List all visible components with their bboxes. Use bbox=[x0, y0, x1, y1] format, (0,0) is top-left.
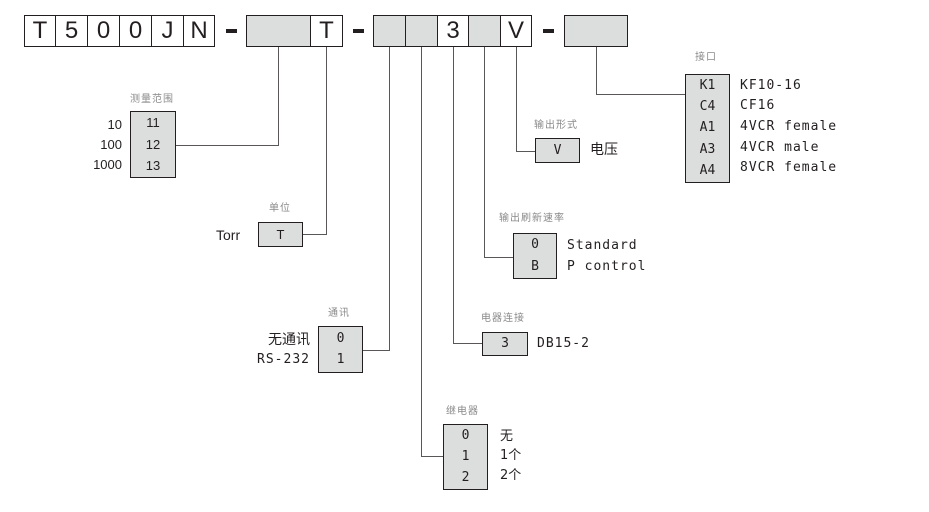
unit-title: 单位 bbox=[269, 203, 291, 214]
refresh-code: 0 bbox=[531, 237, 539, 253]
comm-label: 无通讯 bbox=[268, 332, 310, 348]
code-char-4: 0 bbox=[119, 15, 152, 47]
range-slot bbox=[246, 15, 311, 47]
interface-label: 4VCR female bbox=[740, 119, 838, 134]
interface-code: A3 bbox=[699, 141, 716, 157]
comm-label: RS-232 bbox=[257, 352, 310, 367]
range-code: 11 bbox=[146, 115, 160, 131]
connector-output-h bbox=[516, 151, 536, 152]
interface-slot bbox=[564, 15, 628, 47]
range-code: 13 bbox=[145, 157, 161, 173]
interface-label: 8VCR female bbox=[740, 160, 838, 175]
interface-code: A1 bbox=[699, 120, 716, 136]
separator-dash bbox=[226, 29, 237, 33]
connector-interface-h bbox=[596, 94, 686, 95]
output-code-box: V bbox=[535, 138, 580, 163]
relay-code: 2 bbox=[461, 470, 470, 485]
refresh-label: P control bbox=[567, 259, 647, 274]
comm-title: 通讯 bbox=[328, 308, 350, 319]
connector-refresh-h bbox=[484, 257, 514, 258]
relay-code: 1 bbox=[461, 449, 470, 464]
electrical-label: DB15-2 bbox=[537, 336, 590, 351]
comm-code: 1 bbox=[336, 352, 345, 368]
connector-range-h bbox=[175, 145, 279, 146]
refresh-label: Standard bbox=[567, 238, 638, 253]
connector-unit-h bbox=[302, 234, 327, 235]
electrical-code-box: 3 bbox=[482, 332, 528, 356]
connector-interface-v bbox=[596, 47, 597, 95]
connector-comm-h bbox=[362, 350, 390, 351]
connector-relay-h bbox=[421, 456, 444, 457]
separator-dash bbox=[353, 29, 364, 33]
range-title: 测量范围 bbox=[130, 94, 174, 105]
range-label: 1000 bbox=[93, 157, 122, 172]
relay-label: 2个 bbox=[500, 468, 522, 483]
refresh-title: 输出刷新速率 bbox=[499, 213, 565, 224]
electrical-title: 电器连接 bbox=[481, 313, 525, 324]
separator-dash bbox=[543, 29, 554, 33]
relay-code-box: 0 1 2 bbox=[443, 424, 488, 490]
relay-label: 无 bbox=[500, 429, 514, 444]
range-code: 12 bbox=[145, 136, 161, 152]
comm-code: 0 bbox=[336, 330, 345, 346]
output-label: 电压 bbox=[590, 142, 618, 158]
code-char-2: 5 bbox=[55, 15, 88, 47]
interface-code: C4 bbox=[699, 99, 716, 115]
connector-output-v bbox=[516, 47, 517, 152]
relay-slot bbox=[405, 15, 438, 47]
output-title: 输出形式 bbox=[534, 120, 578, 131]
unit-label: Torr bbox=[216, 227, 241, 243]
interface-label: 4VCR male bbox=[740, 140, 820, 155]
interface-code: A4 bbox=[699, 162, 716, 178]
comm-slot bbox=[373, 15, 406, 47]
connector-unit-v bbox=[326, 47, 327, 235]
connector-electrical-v bbox=[453, 47, 454, 344]
electrical-code: 3 bbox=[501, 336, 509, 351]
interface-code: K1 bbox=[699, 78, 716, 94]
comm-code-box: 0 1 bbox=[318, 326, 363, 373]
code-char-5: J bbox=[151, 15, 184, 47]
unit-slot: T bbox=[310, 15, 343, 47]
interface-label: KF10-16 bbox=[740, 78, 802, 93]
connector-comm-v bbox=[389, 47, 390, 351]
code-char-1: T bbox=[24, 15, 56, 47]
refresh-slot bbox=[468, 15, 501, 47]
code-char-6: N bbox=[183, 15, 215, 47]
code-char-3: 0 bbox=[87, 15, 120, 47]
relay-code: 0 bbox=[461, 428, 470, 443]
output-code: V bbox=[553, 142, 562, 158]
refresh-code-box: 0 B bbox=[513, 233, 557, 279]
interface-title: 接口 bbox=[695, 52, 717, 63]
connector-range-v bbox=[278, 47, 279, 146]
output-slot: V bbox=[500, 15, 532, 47]
interface-label: CF16 bbox=[740, 98, 776, 113]
range-label: 10 bbox=[107, 117, 122, 132]
unit-code: T bbox=[276, 226, 285, 242]
refresh-code: B bbox=[531, 258, 539, 274]
relay-label: 1个 bbox=[500, 448, 522, 463]
connector-refresh-v bbox=[484, 47, 485, 258]
unit-code-box: T bbox=[258, 222, 303, 247]
range-label: 100 bbox=[100, 137, 122, 152]
electrical-slot: 3 bbox=[437, 15, 469, 47]
connector-relay-v bbox=[421, 47, 422, 457]
connector-electrical-h bbox=[453, 343, 483, 344]
interface-code-box: K1 C4 A1 A3 A4 bbox=[685, 74, 730, 183]
relay-title: 继电器 bbox=[446, 406, 479, 417]
range-code-box: 11 12 13 bbox=[130, 111, 176, 178]
